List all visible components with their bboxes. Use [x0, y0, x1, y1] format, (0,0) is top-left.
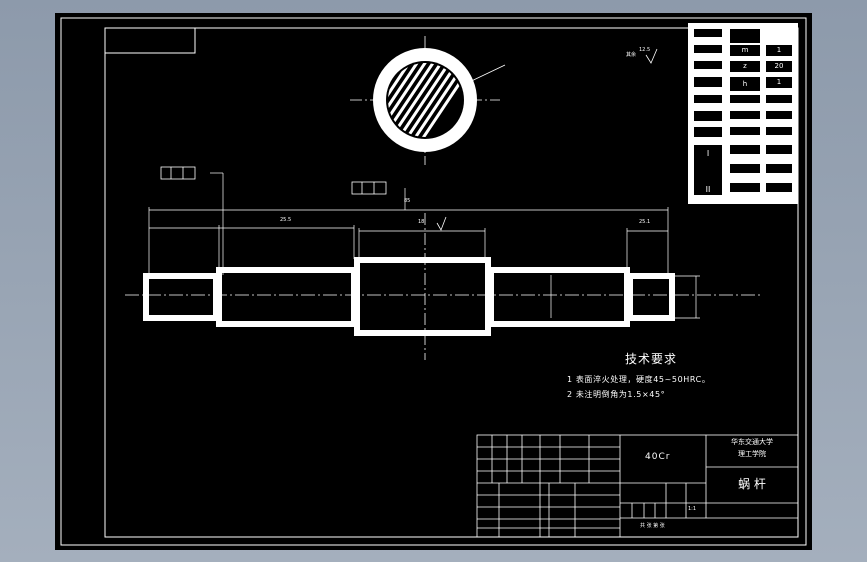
shaft-outline: [143, 257, 675, 336]
outer-border: [60, 17, 807, 546]
surface-finish-label: 其余: [626, 52, 637, 58]
param-cell: [730, 183, 760, 192]
param-label-cell: [694, 77, 722, 87]
dim-seg-right-text: 25.1: [639, 219, 651, 225]
param-cell: [766, 95, 792, 103]
param-label-cell: [694, 29, 722, 37]
param-cell: [766, 127, 792, 135]
param-value-h: 1: [766, 77, 792, 88]
param-cell: [766, 111, 792, 119]
param-cell: [766, 145, 792, 154]
tolerance-frame-top: [351, 181, 387, 195]
param-cell: [730, 95, 760, 103]
param-group-label-2: II: [705, 185, 711, 194]
tolerance-frames: [160, 166, 387, 195]
scale-value: 1:1: [688, 506, 697, 512]
param-cell: [730, 29, 760, 43]
param-value-m-label: m: [730, 45, 760, 56]
tech-requirement-item: 2 未注明倒角为1.5×45°: [567, 390, 666, 399]
title-block: [476, 434, 799, 538]
part-name: 蜗 杆: [738, 477, 766, 491]
tech-requirement-item: 1 表面淬火处理，硬度45~50HRC。: [567, 375, 711, 384]
dim-seg-left-text: 25.5: [280, 217, 292, 223]
surface-finish-symbol: [436, 48, 658, 231]
sheet-info: 共 张 第 张: [640, 523, 665, 529]
param-cell: [730, 145, 760, 154]
param-cell: [766, 183, 792, 192]
param-value-h-label: h: [730, 77, 760, 91]
inner-border: [104, 27, 799, 538]
dimension-lines: [148, 172, 700, 319]
dim-seg-mid-text: 18: [418, 219, 425, 225]
param-cell: [766, 164, 792, 173]
param-label-cell: [694, 111, 722, 121]
shaft-left-segment: [216, 267, 357, 327]
surface-finish-value: 12.5: [639, 47, 651, 53]
param-cell: [730, 111, 760, 119]
shaft-right-segment: [488, 267, 630, 327]
section-leader-line: [462, 64, 506, 86]
parameter-table-cells: m 1 z 20 h 1 I II: [688, 23, 798, 204]
param-value-z-label: z: [730, 61, 760, 72]
dim-overall-text: 85: [404, 198, 411, 204]
param-value-m: 1: [766, 45, 792, 56]
param-label-cell: [694, 127, 722, 137]
param-value-z: 20: [766, 61, 792, 72]
title-block-frame: [476, 434, 799, 538]
code-box: [104, 27, 196, 54]
param-cell: [730, 127, 760, 135]
shaft-worm-section: [354, 257, 491, 336]
drawing-sheet: m 1 z 20 h 1 I II 85 25.5 18 25.1 其余 12.…: [55, 13, 812, 550]
school-name: 华东交通大学: [731, 438, 773, 446]
param-label-cell: [694, 95, 722, 103]
param-label-cell: [694, 61, 722, 69]
material-label: 40Cr: [645, 452, 671, 462]
shaft-left-journal: [143, 273, 219, 321]
school-department: 理工学院: [738, 450, 766, 458]
tech-requirements-heading: 技术要求: [625, 352, 678, 366]
tolerance-frame-left: [160, 166, 196, 180]
param-cell: [730, 164, 760, 173]
shaft-right-journal: [627, 273, 675, 321]
param-group-label-1: I: [706, 149, 710, 158]
param-label-cell: [694, 45, 722, 53]
param-group-block: [694, 145, 722, 195]
cross-section-view: [350, 36, 506, 165]
